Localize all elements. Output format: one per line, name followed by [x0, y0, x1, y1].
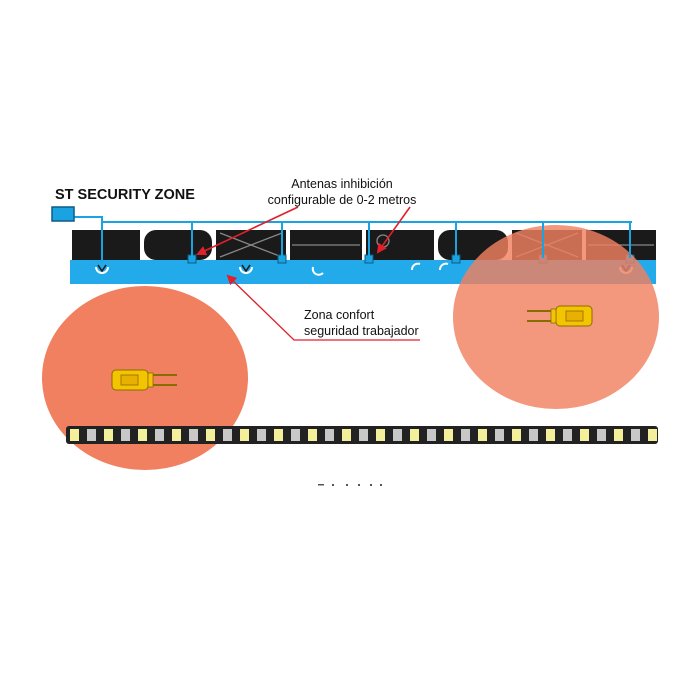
hazard-stripe	[291, 429, 300, 441]
hazard-stripe	[478, 429, 487, 441]
hazard-stripe	[155, 429, 164, 441]
hazard-stripe	[121, 429, 130, 441]
zone-callout-line	[226, 274, 420, 341]
worker-marker-icon	[311, 266, 324, 276]
arrow-icon	[196, 206, 299, 256]
hazard-stripe	[138, 429, 147, 441]
hazard-stripe	[376, 429, 385, 441]
hazard-stripe	[342, 429, 351, 441]
hazard-stripe	[512, 429, 521, 441]
hazard-stripe	[70, 429, 79, 441]
hazard-stripe	[325, 429, 334, 441]
machine-block	[144, 230, 212, 260]
hazard-stripe	[597, 429, 606, 441]
faint-marks	[318, 484, 382, 486]
hazard-stripe	[444, 429, 453, 441]
hazard-stripe	[257, 429, 266, 441]
device-label: ST SECURITY ZONE	[55, 187, 195, 203]
hazard-stripe	[172, 429, 181, 441]
zone-label-line2: seguridad trabajador	[304, 324, 419, 338]
hazard-stripe	[614, 429, 623, 441]
hazard-stripe	[359, 429, 368, 441]
worker-marker-icon	[95, 266, 109, 274]
hazard-stripe	[393, 429, 402, 441]
hazard-stripe	[427, 429, 436, 441]
worker-marker-icon	[239, 266, 253, 274]
hazard-stripe	[580, 429, 589, 441]
machine-block	[366, 230, 434, 260]
hazard-stripe	[546, 429, 555, 441]
hazard-strip	[66, 426, 658, 444]
hazard-stripe	[631, 429, 640, 441]
hazard-stripe	[495, 429, 504, 441]
hazard-stripe	[308, 429, 317, 441]
antennas-label-line2: configurable de 0-2 metros	[268, 193, 417, 207]
hazard-stripe	[206, 429, 215, 441]
hazard-stripe	[189, 429, 198, 441]
forklift-icon	[527, 305, 593, 327]
hazard-stripe	[223, 429, 232, 441]
antennas-label-line1: Antenas inhibición	[291, 177, 393, 191]
wiring	[70, 216, 632, 262]
hazard-stripe	[410, 429, 419, 441]
hazard-stripe	[648, 429, 657, 441]
sensor-box-icon	[51, 206, 75, 222]
forklift-icon	[111, 369, 177, 391]
hazard-stripe	[104, 429, 113, 441]
zone-label-line1: Zona confort	[304, 308, 375, 322]
worker-marker-icon	[411, 262, 421, 271]
arrow-icon	[376, 206, 411, 254]
hazard-stripe	[563, 429, 572, 441]
hazard-stripe	[274, 429, 283, 441]
worker-marker-icon	[439, 262, 449, 271]
hazard-stripe	[87, 429, 96, 441]
machine-block	[72, 230, 140, 260]
hazard-stripe	[529, 429, 538, 441]
hazard-stripe	[461, 429, 470, 441]
hazard-stripe	[240, 429, 249, 441]
